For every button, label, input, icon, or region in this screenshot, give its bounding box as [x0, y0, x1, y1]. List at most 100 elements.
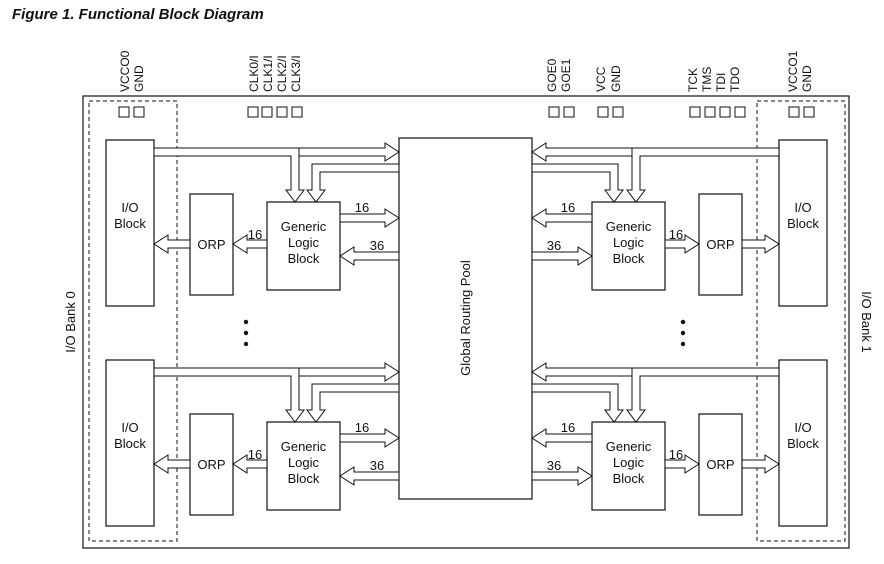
grp-to-glb-clk-arrow	[531, 163, 624, 203]
io-block	[105, 139, 155, 307]
global-routing-pool-label: Global Routing Pool	[458, 260, 473, 376]
pin-squares	[118, 106, 815, 118]
generic-logic-block-label: Block	[613, 251, 645, 266]
grp-to-glb-arrow	[531, 246, 593, 266]
glb-to-grp-arrow	[531, 208, 593, 228]
pin-label-clk0: CLK0/I	[247, 55, 261, 92]
io-to-glb-arrow	[626, 367, 780, 423]
generic-logic-block	[591, 201, 666, 291]
io-block	[778, 359, 828, 527]
io-to-glb-arrow	[153, 147, 305, 203]
pin-label-gnd-mid: GND	[609, 65, 623, 92]
glb-to-orp-arrow	[232, 454, 268, 474]
orp-to-io-arrow	[741, 234, 780, 254]
generic-logic-block-label: Logic	[613, 455, 645, 470]
pin-square	[689, 106, 701, 118]
io-block-label: Block	[787, 216, 819, 231]
ellipsis-dot-left	[243, 330, 249, 336]
orp-label: ORP	[706, 237, 734, 252]
ellipsis-dot-left	[243, 341, 249, 347]
io-block-label: Block	[114, 436, 146, 451]
grp-to-glb-arrow	[339, 246, 400, 266]
pin-label-vcco0: VCCO0	[118, 50, 132, 92]
orp-to-io-arrow	[153, 454, 191, 474]
ellipsis-dot-left	[243, 319, 249, 325]
io-block-label: I/O	[121, 420, 138, 435]
orp-block	[698, 193, 743, 296]
global-routing-pool	[398, 137, 533, 500]
io-block-label: I/O	[794, 420, 811, 435]
pin-label-goe1: GOE1	[559, 58, 573, 92]
generic-logic-block	[591, 421, 666, 511]
bus-width-label: 36	[370, 238, 384, 253]
pin-square	[612, 106, 624, 118]
grp-to-glb-clk-arrow	[531, 383, 624, 423]
orp-block	[698, 413, 743, 516]
bus-width-label: 16	[669, 447, 683, 462]
bus-width-label: 16	[561, 200, 575, 215]
bus-width-label: 16	[355, 200, 369, 215]
pin-square	[133, 106, 145, 118]
generic-logic-block-label: Logic	[613, 235, 645, 250]
io-to-glb-arrow	[153, 367, 305, 423]
generic-logic-block-label: Logic	[288, 235, 320, 250]
pin-label-tdo: TDO	[728, 67, 742, 92]
bus-width-label: 16	[248, 227, 262, 242]
pin-label-tms: TMS	[700, 67, 714, 92]
pin-label-clk3: CLK3/I	[289, 55, 303, 92]
io-block-label: Block	[787, 436, 819, 451]
pin-label-clk2: CLK2/I	[275, 55, 289, 92]
bus-width-label: 16	[669, 227, 683, 242]
pin-label-vcc: VCC	[594, 66, 608, 92]
ellipsis-dot-right	[680, 341, 686, 347]
orp-block	[189, 193, 234, 296]
bus-width-label: 36	[547, 458, 561, 473]
pin-square	[704, 106, 716, 118]
generic-logic-block-label: Generic	[606, 219, 652, 234]
io-to-glb-arrow	[626, 147, 780, 203]
pin-square	[734, 106, 746, 118]
pin-square	[548, 106, 560, 118]
orp-block	[189, 413, 234, 516]
generic-logic-block-label: Generic	[281, 439, 327, 454]
generic-logic-block-label: Logic	[288, 455, 320, 470]
io-bank-1-outline	[756, 100, 846, 542]
bus-width-label: 16	[355, 420, 369, 435]
generic-logic-block-label: Generic	[606, 439, 652, 454]
pin-label-tck: TCK	[686, 68, 700, 92]
generic-logic-block-label: Block	[288, 251, 320, 266]
io-block-label: I/O	[121, 200, 138, 215]
pin-square	[803, 106, 815, 118]
pin-label-clk1: CLK1/I	[261, 55, 275, 92]
grp-to-glb-arrow	[339, 466, 400, 486]
ellipsis-dot-right	[680, 319, 686, 325]
figure-title: Figure 1. Functional Block Diagram	[12, 6, 264, 23]
pin-square	[597, 106, 609, 118]
orp-label: ORP	[197, 457, 225, 472]
glb-to-orp-arrow	[664, 234, 700, 254]
pin-label-tdi: TDI	[714, 73, 728, 92]
pin-square	[276, 106, 288, 118]
grp-to-glb-clk-arrow	[306, 163, 400, 203]
bus-width-label: 36	[370, 458, 384, 473]
io-bank-0-outline	[88, 100, 178, 542]
orp-label: ORP	[197, 237, 225, 252]
io-block	[105, 359, 155, 527]
generic-logic-block-label: Block	[288, 471, 320, 486]
pin-label-gnd-right: GND	[800, 65, 814, 92]
pin-square	[788, 106, 800, 118]
io-block	[778, 139, 828, 307]
pin-square	[719, 106, 731, 118]
grp-to-glb-clk-arrow	[306, 383, 400, 423]
glb-to-grp-arrow	[339, 208, 400, 228]
pin-square	[563, 106, 575, 118]
bus-width-label: 16	[248, 447, 262, 462]
io-block-label: Block	[114, 216, 146, 231]
ellipsis-dot-right	[680, 330, 686, 336]
bus-width-label: 36	[547, 238, 561, 253]
